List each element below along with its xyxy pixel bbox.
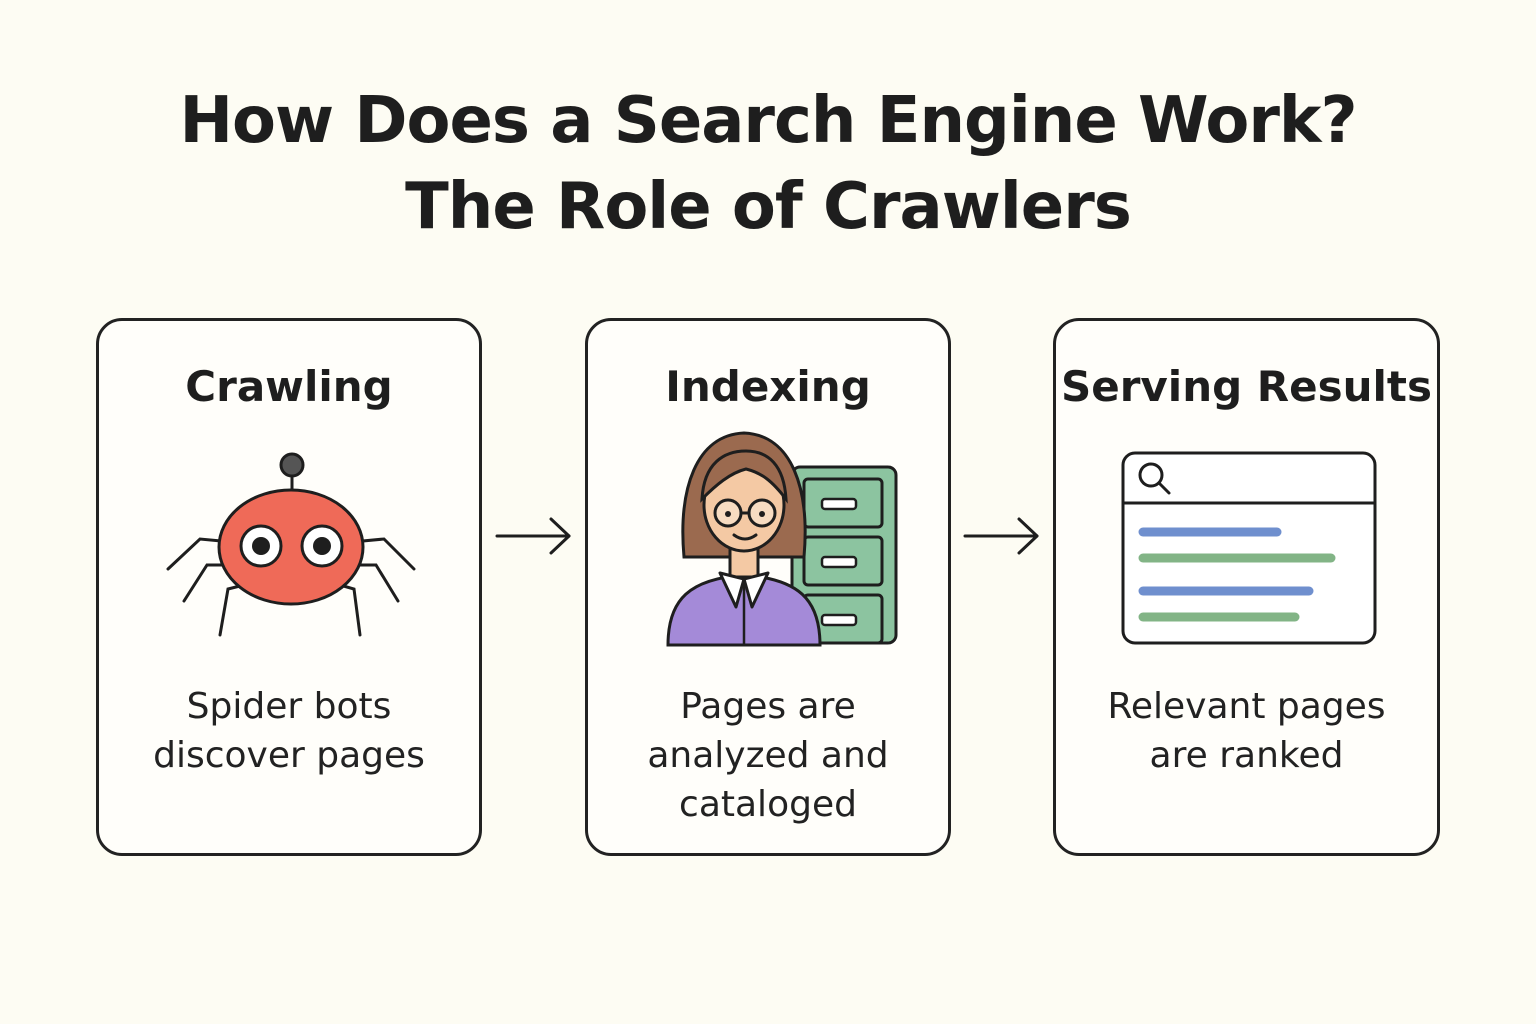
step-description-line: Spider bots (186, 686, 392, 727)
page-title: How Does a Search Engine Work? The Role … (0, 78, 1536, 250)
title-line-2: The Role of Crawlers (405, 170, 1132, 244)
arrow-right-icon (963, 517, 1039, 555)
title-line-1: How Does a Search Engine Work? (179, 84, 1357, 158)
step-heading: Serving Results (1060, 362, 1432, 411)
search-icon (1138, 462, 1171, 495)
librarian-filing-cabinet-icon (666, 431, 898, 647)
step-description-line: Pages are (680, 686, 856, 727)
step-card-indexing: Indexing Pages are analyzed and (585, 318, 951, 856)
spider-robot-icon (166, 452, 416, 637)
step-description: Pages are analyzed and cataloged (588, 682, 948, 829)
step-description-line: analyzed and (647, 735, 889, 776)
step-heading: Indexing (665, 362, 871, 411)
step-heading: Crawling (185, 362, 393, 411)
step-description: Spider bots discover pages (99, 682, 479, 780)
step-description-line: Relevant pages (1107, 686, 1386, 727)
step-description-line: cataloged (679, 784, 857, 825)
step-description-line: discover pages (153, 735, 425, 776)
step-description: Relevant pages are ranked (1056, 682, 1437, 780)
arrow-right-icon (495, 517, 571, 555)
step-description-line: are ranked (1149, 735, 1344, 776)
search-results-window-icon (1121, 451, 1377, 645)
step-card-crawling: Crawling Spider bots discover pages (96, 318, 482, 856)
step-card-serving-results: Serving Results Relevant pages are ranke… (1053, 318, 1440, 856)
